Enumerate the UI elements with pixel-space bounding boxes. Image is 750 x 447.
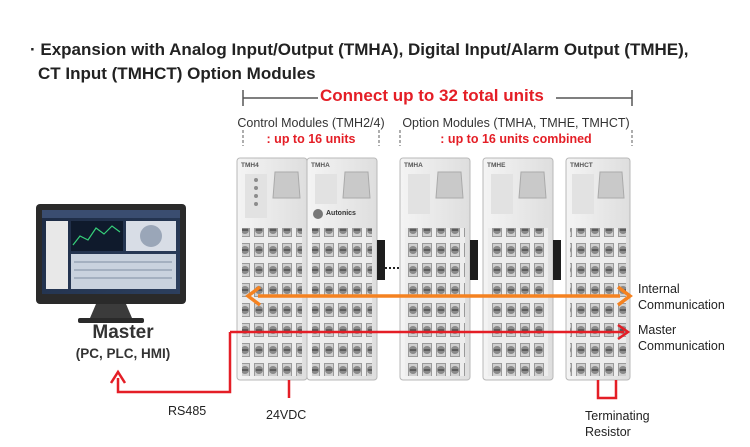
headline: Connect up to 32 total units (320, 86, 544, 105)
title-line-2: CT Input (TMHCT) Option Modules (38, 64, 316, 83)
module-control-2 (306, 157, 385, 381)
page-title: · Expansion with Analog Input/Output (TM… (30, 38, 689, 86)
rs485-label: RS485 (168, 404, 207, 418)
internal-label-line-1: Internal (638, 282, 680, 296)
terminating-resistor-line (596, 380, 618, 400)
module-2-model: TMHA (311, 162, 330, 169)
module-5-model: TMHCT (570, 162, 593, 169)
module-4-model: TMHE (487, 162, 506, 169)
master-communication-arrow (109, 323, 631, 394)
module-2-brand: Autonics (326, 210, 356, 217)
internal-communication-label: Internal Communication (638, 281, 725, 313)
module-3-model: TMHA (404, 162, 423, 169)
title-line-1: · Expansion with Analog Input/Output (TM… (30, 40, 689, 59)
module-tmha (399, 157, 478, 381)
master-comm-line-2: Communication (638, 339, 725, 353)
module-1-model: TMH4 (241, 162, 259, 169)
master-label: Master (PC, PLC, HMI) (58, 322, 188, 361)
module-tmh4 (236, 157, 308, 381)
option-group-sublabel: : up to 16 units combined (440, 132, 592, 146)
control-group-label: Control Modules (TMH2/4) (237, 116, 385, 130)
option-group-bracket (399, 130, 633, 146)
master-name: Master (92, 322, 154, 343)
internal-communication-arrow (245, 285, 633, 307)
master-communication-label: Master Communication (638, 322, 725, 354)
internal-label-line-2: Communication (638, 298, 725, 312)
control-group-sublabel: : up to 16 units (266, 132, 356, 146)
master-types: (PC, PLC, HMI) (75, 346, 171, 361)
power-label: 24VDC (266, 408, 307, 422)
module-tmhe (482, 157, 561, 381)
terminating-resistor-label: Terminating Resistor (585, 408, 650, 440)
master-comm-line-1: Master (638, 323, 677, 337)
monitor-icon (36, 204, 186, 323)
terminating-line-1: Terminating (585, 409, 650, 423)
option-group-label: Option Modules (TMHA, TMHE, TMHCT) (402, 116, 630, 130)
total-units-bracket (242, 90, 633, 106)
control-group-bracket (242, 130, 380, 146)
module-tmhct (565, 157, 631, 381)
terminating-line-2: Resistor (585, 425, 631, 439)
